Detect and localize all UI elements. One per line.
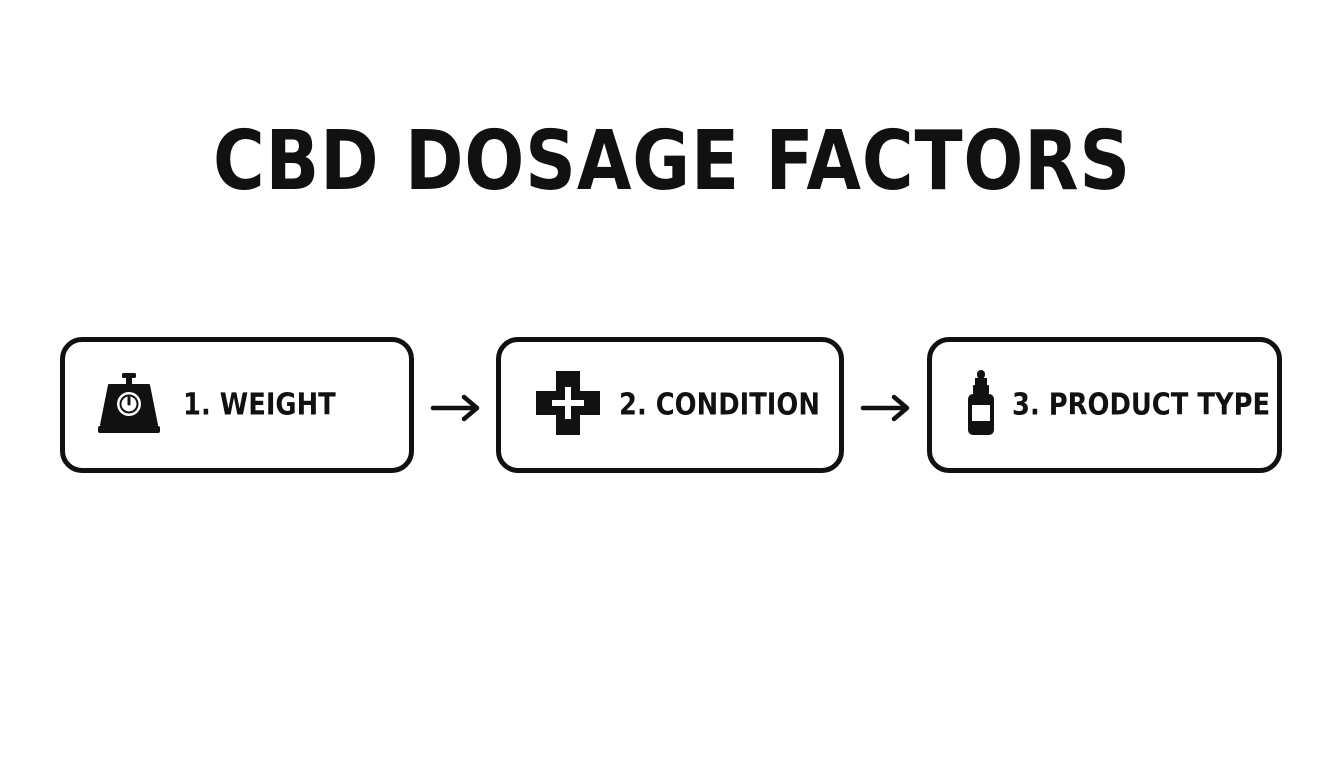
medical-cross-icon: [534, 369, 602, 441]
diagram-title: CBD DOSAGE FACTORS: [212, 114, 1132, 209]
step-condition-box: 2. CONDITION: [496, 337, 844, 473]
scale-icon: [95, 371, 163, 439]
right-arrow-icon: [430, 394, 482, 426]
step-weight-box: 1. WEIGHT: [60, 337, 414, 473]
step-product-type-label: 3. PRODUCT TYPE: [1012, 387, 1271, 423]
dropper-bottle-icon: [965, 369, 997, 441]
right-arrow-icon: [860, 394, 912, 426]
step-weight-label: 1. WEIGHT: [183, 387, 336, 423]
step-product-type-box: 3. PRODUCT TYPE: [927, 337, 1282, 473]
step-condition-label: 2. CONDITION: [619, 387, 820, 423]
